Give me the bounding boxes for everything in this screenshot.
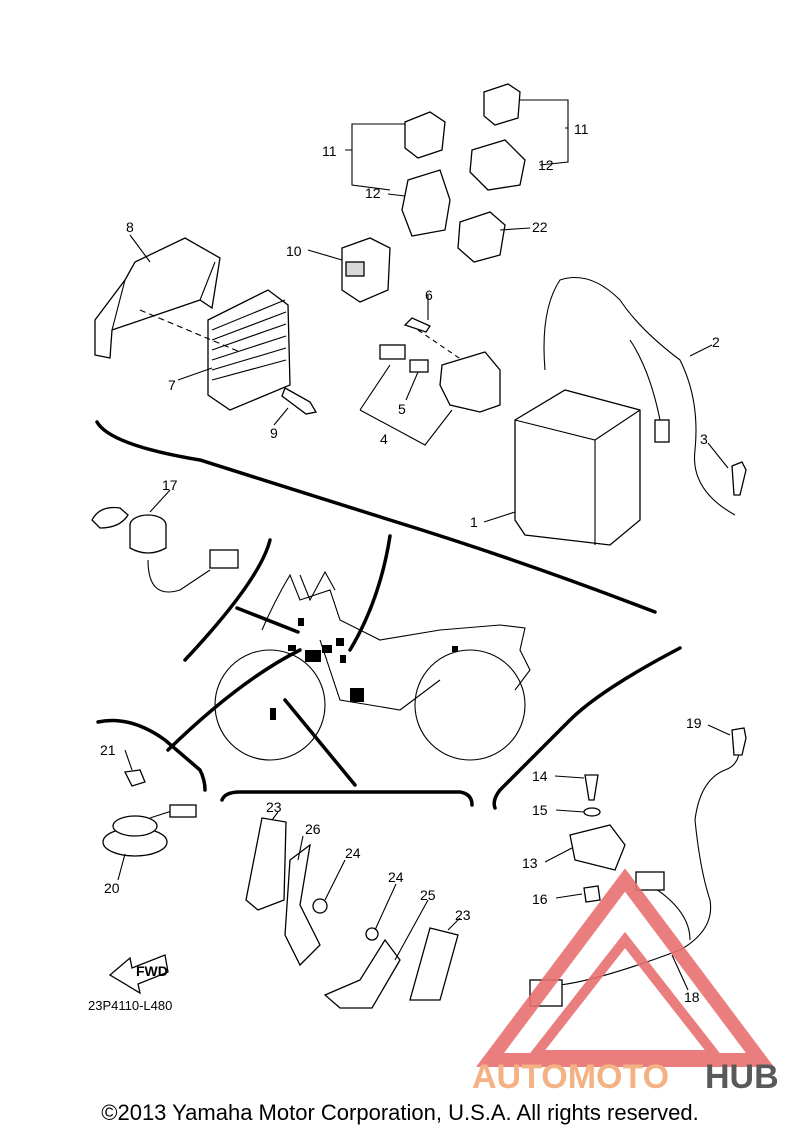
bracket-25 (323, 938, 401, 1009)
relay-11-left (404, 111, 446, 159)
bolt-3 (731, 461, 747, 496)
callout-22: 22 (532, 219, 548, 235)
callout-17: 17 (162, 477, 178, 493)
callout-21: 21 (100, 742, 116, 758)
bolt-21 (124, 769, 146, 787)
divider-top-arc (95, 420, 657, 614)
callout-6: 6 (425, 287, 433, 303)
callout-8: 8 (126, 219, 134, 235)
callout-24-lower: 24 (388, 869, 404, 885)
battery-cable (543, 276, 736, 516)
callout-7: 7 (168, 377, 176, 393)
callout-numbers: 1 2 3 4 5 6 7 8 9 10 11 11 12 12 13 14 1… (100, 121, 720, 1005)
copyright-notice: ©2013 Yamaha Motor Corporation, U.S.A. A… (101, 1100, 699, 1125)
callout-11-right: 11 (574, 121, 589, 137)
bolt-19 (731, 727, 747, 756)
main-switch-17 (91, 506, 239, 593)
callout-12-right: 12 (538, 157, 554, 173)
relay-22 (457, 211, 506, 263)
washer-15 (583, 807, 601, 817)
divider-lower-left (96, 718, 207, 792)
callout-1: 1 (470, 514, 478, 530)
callout-3: 3 (700, 431, 708, 447)
nut-24-left (312, 898, 328, 914)
callout-9: 9 (270, 425, 278, 441)
callout-2: 2 (712, 334, 720, 350)
relay-10-body (345, 261, 365, 277)
bracket-26 (284, 843, 321, 967)
screw-14 (584, 774, 599, 801)
callout-leaders (117, 99, 731, 991)
sensor-13 (569, 824, 626, 871)
battery (514, 389, 641, 546)
bolt-9 (281, 387, 318, 415)
relay-10 (341, 237, 391, 303)
bracket-plate (94, 237, 221, 359)
divider-mid-line (235, 606, 300, 634)
callout-13: 13 (522, 855, 538, 871)
callout-5: 5 (398, 401, 406, 417)
callout-24-upper: 24 (345, 845, 361, 861)
nut-24-right (365, 927, 379, 941)
divider-lower-mid (220, 790, 474, 807)
bolt-6 (403, 317, 431, 333)
callout-23-right: 23 (455, 907, 471, 923)
leader-bike-horn (166, 648, 302, 752)
relay-holder-12-right (469, 139, 526, 191)
callout-25: 25 (420, 887, 436, 903)
callout-10: 10 (286, 243, 302, 259)
callout-15: 15 (532, 802, 548, 818)
callout-4: 4 (380, 431, 388, 447)
callout-19: 19 (686, 715, 702, 731)
callout-11-left: 11 (322, 143, 337, 159)
divider-right-arc (492, 646, 682, 810)
connector-18-a (635, 871, 665, 891)
motorcycle-silhouette (214, 570, 531, 761)
pedal-pad-23-left (245, 817, 287, 911)
divider-left-arc (183, 538, 272, 662)
fwd-label: FWD (136, 963, 168, 979)
horn-20 (102, 804, 197, 857)
callout-16: 16 (532, 891, 548, 907)
relay-holder-12-left (401, 169, 451, 237)
callout-23-left: 23 (266, 799, 282, 815)
pedal-pad-23-right (409, 927, 459, 1001)
fuse-5 (409, 359, 429, 373)
callout-20: 20 (104, 880, 120, 896)
watermark-part2: HUB (705, 1058, 779, 1096)
callout-18: 18 (684, 989, 700, 1005)
callout-14: 14 (532, 768, 548, 784)
callout-12-left: 12 (365, 185, 381, 201)
leader-bike-pedal (283, 698, 357, 787)
nut-16 (583, 885, 601, 903)
watermark-part1: AUTOMOTO (472, 1058, 669, 1096)
callout-26: 26 (305, 821, 321, 837)
relay-11-right (483, 83, 521, 126)
diagram-code: 23P4110-L480 (88, 998, 172, 1013)
watermark-text: AUTOMOTO HUB (472, 1058, 779, 1096)
fuse-box-4 (439, 351, 501, 413)
parts-diagram: FWD 1 2 3 4 5 (88, 83, 779, 1096)
cable-connector (654, 419, 670, 443)
divider-center (348, 534, 392, 652)
fwd-arrow: FWD (108, 954, 169, 995)
fuse-4 (379, 344, 406, 360)
regulator-rectifier (207, 289, 291, 411)
watermark-logo (476, 868, 774, 1067)
